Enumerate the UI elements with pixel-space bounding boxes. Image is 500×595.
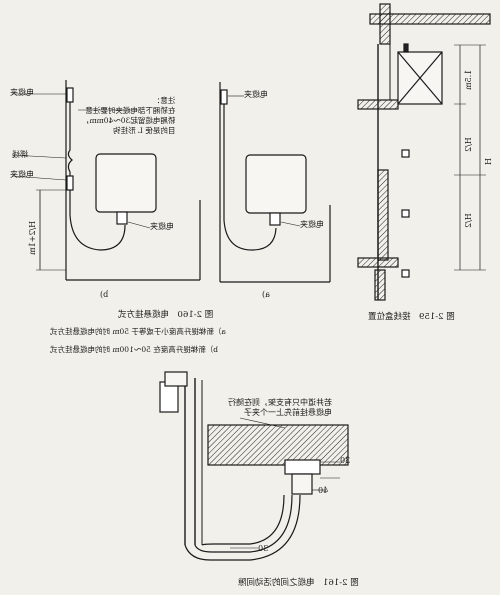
clamp-label-top-b: 电缆夹 xyxy=(10,88,34,97)
dim-30-top: 30 xyxy=(340,456,351,465)
dim-label-b: H/2+1m xyxy=(28,220,37,255)
panel-b-tag: b) xyxy=(100,290,109,299)
cable-loop-left xyxy=(69,190,126,251)
car-floor-beam xyxy=(208,425,348,465)
car-box-mid xyxy=(245,154,307,214)
fig2-161-diagram xyxy=(159,371,349,561)
cable-loop-mid xyxy=(223,104,277,251)
dim-30-bottom: 30 xyxy=(258,544,269,553)
cable-loop-1 xyxy=(184,494,301,561)
cable-loop-2 xyxy=(194,494,293,553)
caption-2-160: 图 2-160 电缆悬挂方式 xyxy=(118,310,214,320)
dim-1-5m: 1.5m xyxy=(464,69,473,90)
fig2-160-panel-b xyxy=(11,80,201,281)
caption-2-161: 图 2-161 电缆之间的活动间隙 xyxy=(238,578,359,588)
cable-clamp-top xyxy=(66,87,74,103)
clamp-label-top-a: 电缆夹 xyxy=(244,90,268,99)
fig2-160-panel-a xyxy=(219,82,331,283)
top-slab xyxy=(369,13,491,25)
dim-h2-bottom: H/2 xyxy=(464,213,473,228)
car-box-left xyxy=(95,153,157,213)
cable-clamp-mid xyxy=(66,175,74,191)
clamp-label-mid-b: 电缆夹 xyxy=(10,170,34,179)
note-b: 注意： 在轿厢下部电缆夹时要注意 轿厢电缆留起30～40mm， 目的是使 L 形… xyxy=(82,96,176,135)
clamp-label-car-b: 电缆夹 xyxy=(150,222,174,231)
lower-clamp xyxy=(284,459,321,475)
caption-2-160-b: b）新梯提升高度在 50～100m 时的电缆悬挂方式 xyxy=(50,345,219,354)
binding-wire-label: 绑线 xyxy=(12,150,28,159)
cable-clamp-top-mid xyxy=(220,89,228,105)
caption-2-160-a: a）新梯提升高度小于或等于 50m 时的电缆悬挂方式 xyxy=(50,327,226,336)
dim-h: H xyxy=(484,158,493,165)
floor-slab-1 xyxy=(357,99,399,110)
clamp-label-car-a: 电缆夹 xyxy=(300,220,324,229)
note-2-161: 若井道中只有支架，则在随行 电缆悬挂前先上一个夹子 xyxy=(228,398,332,417)
dim-40: 40 xyxy=(318,486,329,495)
cable-loop-3 xyxy=(201,494,285,546)
caption-2-159: 图 2-159 接线盒位置 xyxy=(368,312,455,322)
dim-h2-top: H/2 xyxy=(464,137,473,152)
fig2-159-shaft xyxy=(357,3,491,301)
cable-upper xyxy=(67,102,73,178)
panel-a-tag: a) xyxy=(262,290,270,299)
car-clamp-left xyxy=(116,211,128,225)
